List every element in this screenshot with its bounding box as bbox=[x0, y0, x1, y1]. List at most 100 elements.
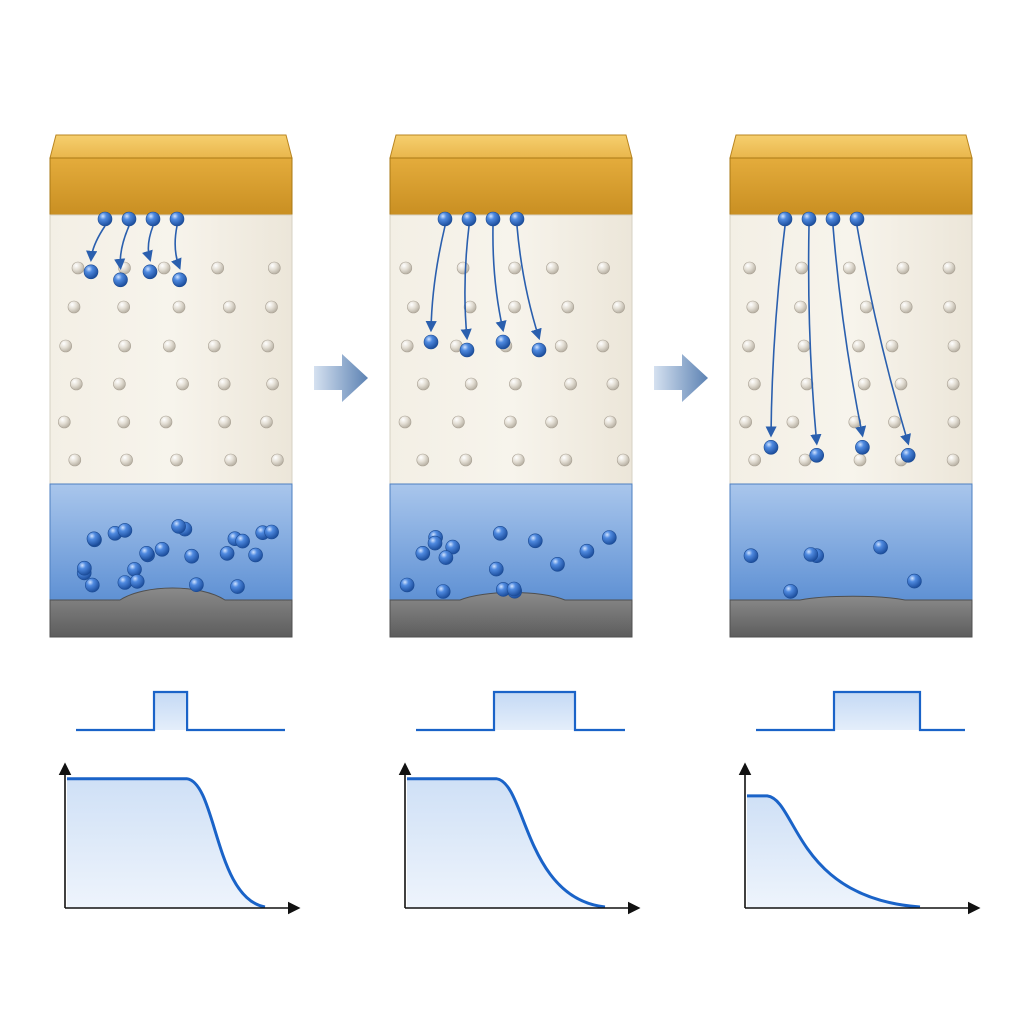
host-atom bbox=[261, 339, 275, 353]
top-electrode bbox=[729, 157, 973, 216]
host-atom bbox=[157, 261, 171, 275]
host-atom bbox=[266, 377, 279, 391]
host-atom bbox=[113, 377, 126, 391]
top-electrode bbox=[389, 157, 633, 216]
host-atom bbox=[71, 261, 85, 275]
host-atom bbox=[746, 300, 760, 314]
drifted-ion bbox=[531, 342, 547, 358]
drifted-ion bbox=[83, 264, 99, 280]
drifted-ion bbox=[855, 439, 870, 455]
drifted-ion bbox=[763, 439, 779, 455]
reservoir-ion bbox=[189, 577, 204, 593]
host-atom bbox=[120, 453, 133, 467]
host-atom bbox=[224, 453, 237, 467]
reservoir-ion bbox=[77, 560, 92, 576]
reservoir-ion bbox=[85, 577, 100, 593]
drifted-ion bbox=[809, 447, 825, 463]
dielectric-layer bbox=[729, 214, 973, 485]
reservoir-ion bbox=[445, 539, 461, 555]
reservoir-ion bbox=[438, 550, 454, 565]
reservoir-ion bbox=[399, 577, 415, 593]
reservoir-ion bbox=[743, 548, 759, 564]
host-atom bbox=[545, 415, 558, 429]
voltage-pulse bbox=[416, 690, 625, 732]
host-atom bbox=[561, 300, 575, 314]
host-atom bbox=[748, 453, 762, 467]
drift-arrow bbox=[807, 225, 822, 446]
profile-fill bbox=[407, 778, 605, 908]
voltage-pulse bbox=[76, 690, 285, 732]
host-atom bbox=[947, 339, 961, 353]
host-atom bbox=[117, 415, 131, 429]
host-atom bbox=[798, 453, 812, 467]
right-arrow-icon bbox=[654, 354, 708, 402]
host-atom bbox=[508, 300, 521, 314]
reservoir-ion bbox=[139, 545, 154, 561]
reservoir-ion bbox=[127, 562, 142, 577]
host-atom bbox=[452, 415, 465, 429]
reservoir-ion bbox=[488, 561, 504, 577]
drift-arrow bbox=[832, 225, 867, 438]
host-atom bbox=[170, 453, 183, 467]
concentration-curve bbox=[67, 777, 266, 909]
host-atom bbox=[564, 377, 577, 391]
drift-arrow bbox=[114, 225, 130, 271]
drifted-ion bbox=[900, 447, 916, 463]
host-atom bbox=[208, 339, 221, 353]
interface-ion bbox=[849, 211, 865, 227]
host-atom bbox=[857, 377, 871, 391]
host-atom bbox=[59, 339, 72, 353]
transitions-layer bbox=[314, 354, 708, 402]
host-atom bbox=[58, 415, 71, 429]
reservoir-ion bbox=[184, 548, 199, 564]
host-atom bbox=[159, 415, 173, 429]
drifted-ion bbox=[172, 272, 187, 288]
reservoir-ion bbox=[506, 581, 522, 597]
top-electrode-face bbox=[49, 134, 293, 159]
drift-arrow bbox=[86, 225, 106, 263]
top-electrode-face bbox=[389, 134, 633, 159]
host-atom bbox=[946, 453, 960, 467]
host-atom bbox=[947, 415, 961, 429]
device-panel-1 bbox=[49, 134, 301, 915]
reservoir-ion bbox=[219, 546, 235, 561]
drifted-ion bbox=[113, 272, 128, 288]
host-atom bbox=[265, 300, 278, 314]
reservoir-ion bbox=[117, 523, 133, 538]
host-atom bbox=[163, 339, 176, 353]
interface-ion bbox=[97, 211, 113, 227]
reservoir-ion bbox=[907, 573, 922, 589]
host-atom bbox=[616, 453, 630, 467]
host-atom bbox=[946, 377, 960, 391]
host-atom bbox=[942, 261, 956, 275]
reservoir-ion bbox=[154, 541, 170, 557]
reservoir-ion bbox=[550, 556, 565, 572]
host-atom bbox=[223, 300, 236, 314]
host-atom bbox=[400, 339, 414, 353]
host-atom bbox=[267, 261, 281, 275]
concentration-curve bbox=[407, 777, 606, 909]
reservoir-ion bbox=[527, 533, 543, 549]
profile-fill bbox=[67, 778, 265, 908]
host-atom bbox=[606, 377, 620, 391]
interface-ion bbox=[485, 211, 501, 227]
top-electrode-face bbox=[729, 134, 973, 159]
interface-ion bbox=[169, 211, 185, 227]
drifted-ion bbox=[142, 264, 158, 280]
host-atom bbox=[743, 261, 756, 275]
host-atom bbox=[211, 261, 224, 275]
host-atom bbox=[67, 300, 81, 314]
drift-arrow bbox=[425, 225, 446, 333]
host-atom bbox=[117, 300, 130, 314]
host-atom bbox=[68, 453, 82, 467]
host-atom bbox=[218, 415, 231, 429]
ion-reservoir bbox=[729, 483, 973, 601]
host-atom bbox=[842, 261, 856, 275]
host-atom bbox=[407, 300, 420, 314]
reservoir-ion bbox=[248, 547, 263, 563]
host-atom bbox=[612, 300, 625, 314]
drift-arrow bbox=[856, 225, 911, 446]
drift-arrow bbox=[460, 225, 472, 341]
host-atom bbox=[853, 453, 867, 467]
